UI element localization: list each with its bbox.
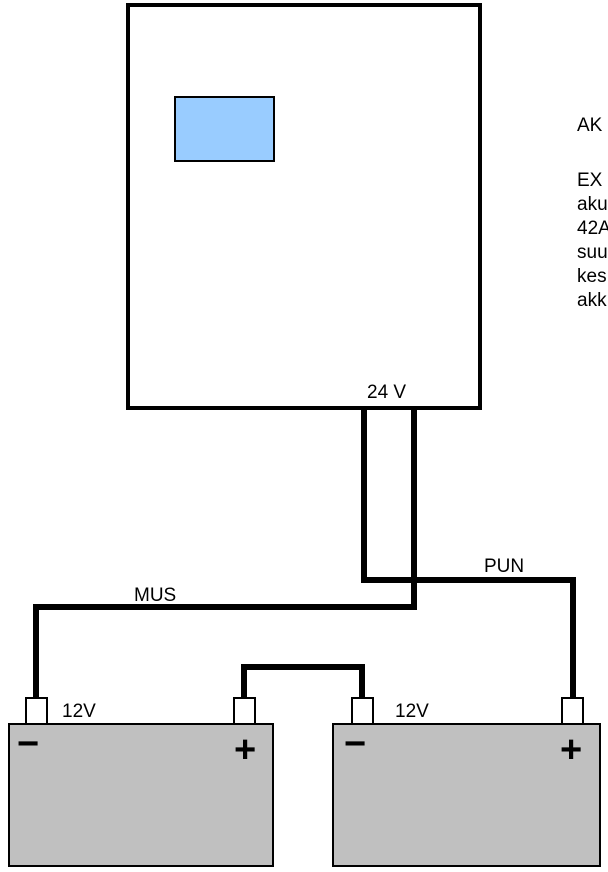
battery-right-minus-sign: − bbox=[344, 723, 366, 765]
side-text-line: EX bbox=[577, 170, 603, 191]
charger-unit bbox=[126, 3, 482, 410]
side-heading: AK bbox=[577, 115, 603, 136]
battery-left-minus-sign: − bbox=[17, 723, 39, 765]
side-text-line: 42A bbox=[577, 218, 608, 239]
side-text-line: akk bbox=[577, 290, 607, 311]
battery-left-positive-terminal bbox=[233, 697, 256, 725]
battery-right-voltage-label: 12V bbox=[395, 701, 429, 722]
battery-left-voltage-label: 12V bbox=[62, 701, 96, 722]
output-voltage-label: 24 V bbox=[367, 382, 406, 403]
red-wire-label: PUN bbox=[484, 556, 524, 577]
side-text-line: kes bbox=[577, 266, 607, 287]
battery-left bbox=[8, 723, 274, 867]
black-wire bbox=[33, 408, 417, 698]
series-jumper-wire bbox=[241, 664, 365, 698]
battery-left-negative-terminal bbox=[25, 697, 48, 725]
black-wire-label: MUS bbox=[134, 585, 176, 606]
side-text-line: suu bbox=[577, 242, 608, 263]
battery-right-positive-terminal bbox=[561, 697, 584, 725]
battery-right-negative-terminal bbox=[351, 697, 374, 725]
charger-display bbox=[174, 96, 275, 162]
battery-left-plus-sign: + bbox=[234, 729, 256, 771]
battery-right bbox=[332, 723, 601, 867]
side-text-line: aku bbox=[577, 194, 608, 215]
battery-right-plus-sign: + bbox=[560, 729, 582, 771]
red-wire bbox=[361, 408, 576, 698]
